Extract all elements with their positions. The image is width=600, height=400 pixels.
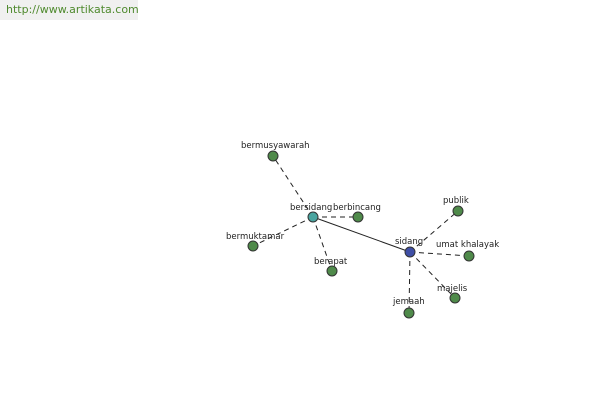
node-berbincang[interactable]: berbincang xyxy=(333,203,381,223)
edge-bersidang-bermusyawarah xyxy=(272,155,314,218)
edge-sidang-umat-khalayak xyxy=(409,251,470,257)
node-sidang-marker[interactable] xyxy=(404,246,416,258)
edges-layer xyxy=(252,155,470,314)
node-sidang[interactable]: sidang xyxy=(395,237,423,258)
node-bermusyawarah[interactable]: bermusyawarah xyxy=(241,141,310,162)
node-publik-marker[interactable] xyxy=(452,205,464,217)
edge-bersidang-berapat xyxy=(312,216,333,272)
node-berbincang-label: berbincang xyxy=(333,203,381,213)
node-umat-khalayak-label: umat khalayak xyxy=(436,240,499,250)
node-berapat-marker[interactable] xyxy=(326,265,338,277)
node-bersidang-marker[interactable] xyxy=(307,211,319,223)
node-sidang-label: sidang xyxy=(395,237,423,247)
edge-sidang-majelis xyxy=(409,251,456,299)
node-bermusyawarah-marker[interactable] xyxy=(267,150,279,162)
node-umat-khalayak[interactable]: umat khalayak xyxy=(436,240,499,262)
node-bermusyawarah-label: bermusyawarah xyxy=(241,141,310,151)
edge-sidang-bersidang xyxy=(312,216,411,253)
node-bermuktamar[interactable]: bermuktamar xyxy=(226,232,285,252)
node-majelis-marker[interactable] xyxy=(449,292,461,304)
node-jemaah-marker[interactable] xyxy=(403,307,415,319)
edge-bersidang-bermuktamar xyxy=(252,216,314,247)
node-publik[interactable]: publik xyxy=(443,196,469,217)
source-url-banner[interactable]: http://www.artikata.com xyxy=(0,0,139,20)
node-bersidang[interactable]: bersidang xyxy=(290,203,332,223)
node-bermuktamar-marker[interactable] xyxy=(247,240,259,252)
node-berapat-label: berapat xyxy=(314,257,348,267)
node-bermuktamar-label: bermuktamar xyxy=(226,232,285,242)
edge-sidang-jemaah xyxy=(408,251,411,314)
node-berapat[interactable]: berapat xyxy=(314,257,348,277)
node-berbincang-marker[interactable] xyxy=(352,211,364,223)
node-umat-khalayak-marker[interactable] xyxy=(463,250,475,262)
node-jemaah-label: jemaah xyxy=(392,297,425,307)
edge-sidang-publik xyxy=(409,210,459,253)
node-majelis-label: majelis xyxy=(437,284,468,294)
node-bersidang-label: bersidang xyxy=(290,203,332,213)
node-jemaah[interactable]: jemaah xyxy=(392,297,425,319)
node-publik-label: publik xyxy=(443,196,469,206)
node-majelis[interactable]: majelis xyxy=(437,284,468,304)
